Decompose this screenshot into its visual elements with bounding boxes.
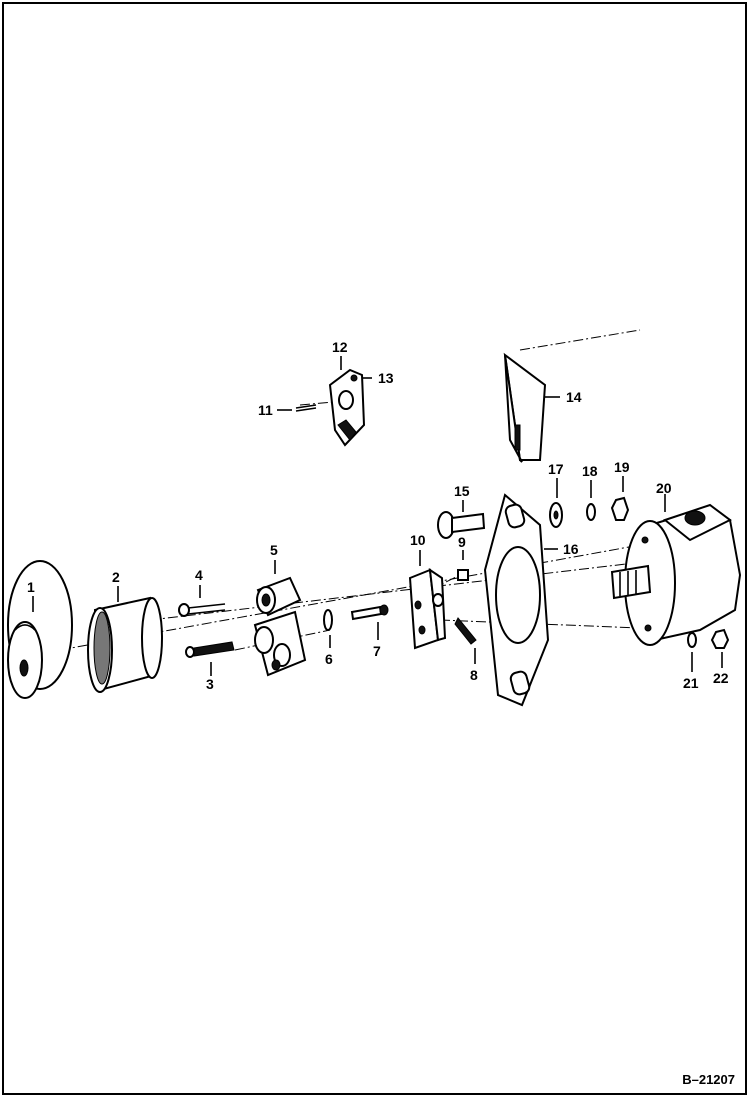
part-16-mounting-plate (483, 493, 550, 707)
callout-4: 4 (195, 567, 203, 583)
part-8-screw (454, 617, 477, 645)
part-5-coupler (253, 576, 307, 677)
callout-6: 6 (325, 651, 333, 667)
callout-16: 16 (563, 541, 579, 557)
part-3-bolt (185, 641, 235, 658)
callout-15: 15 (454, 483, 470, 499)
part-10-block (408, 567, 447, 650)
callout-21: 21 (683, 675, 699, 691)
part-4-bolt (178, 603, 226, 617)
part-1-cap (7, 560, 73, 699)
callout-13: 13 (378, 370, 394, 386)
callout-18: 18 (582, 463, 598, 479)
part-13-nut (350, 374, 358, 382)
part-12-bracket (328, 368, 366, 447)
callout-5: 5 (270, 542, 278, 558)
callout-10: 10 (410, 532, 426, 548)
part-22-nut (710, 628, 730, 649)
callout-3: 3 (206, 676, 214, 692)
part-15-carriage-bolt (437, 511, 486, 539)
callout-20: 20 (656, 480, 672, 496)
callout-12: 12 (332, 339, 348, 355)
part-21-washer (687, 632, 697, 648)
part-6-washer (323, 609, 333, 631)
callout-9: 9 (458, 534, 466, 550)
part-18-lock-washer (586, 503, 596, 521)
callout-14: 14 (566, 389, 582, 405)
callout-8: 8 (470, 667, 478, 683)
part-11-set-screw (295, 404, 317, 412)
part-14-angle-bracket (503, 352, 547, 463)
part-9-nut (457, 569, 469, 581)
leader-lines (32, 356, 723, 676)
callout-17: 17 (548, 461, 564, 477)
callout-2: 2 (112, 569, 120, 585)
callout-11: 11 (258, 402, 273, 418)
callout-7: 7 (373, 643, 381, 659)
callout-19: 19 (614, 459, 630, 475)
part-20-pump (610, 503, 742, 646)
part-17-washer (549, 502, 563, 528)
part-7-bolt (350, 604, 389, 621)
callout-22: 22 (713, 670, 729, 686)
drawing-reference-number: B–21207 (682, 1072, 735, 1087)
callout-1: 1 (27, 579, 35, 595)
part-19-nut (610, 496, 630, 521)
part-2-sleeve (87, 596, 163, 693)
